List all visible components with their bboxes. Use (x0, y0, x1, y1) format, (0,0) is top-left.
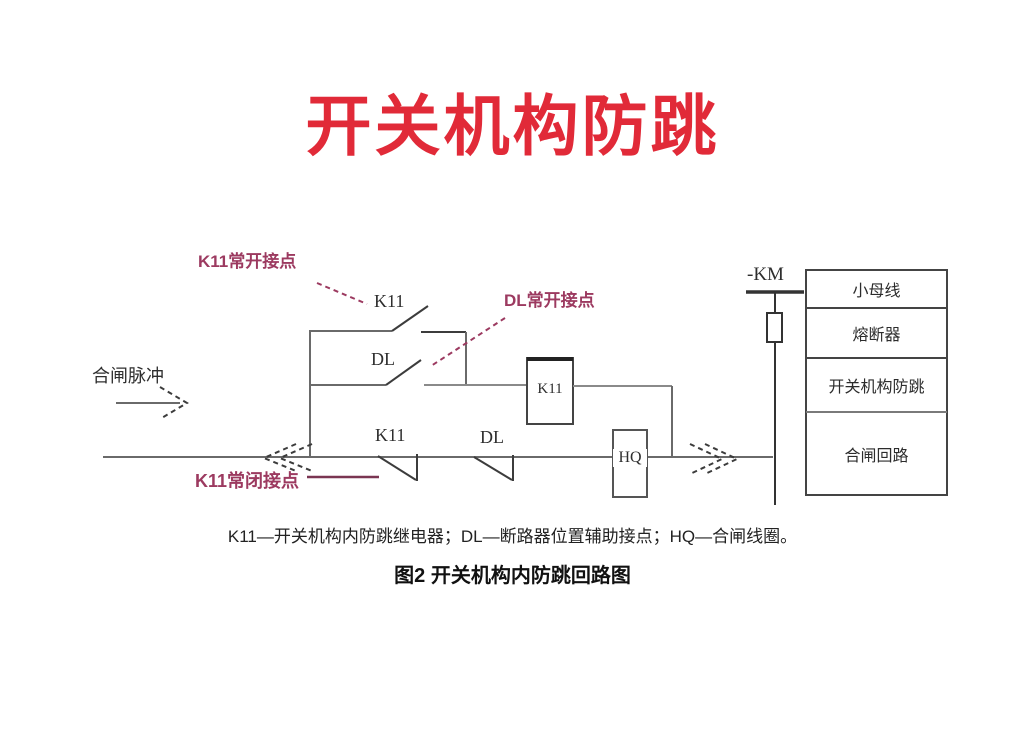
legend-row-fuse: 熔断器 (852, 327, 901, 344)
left-double-chevron-icon (261, 443, 313, 472)
k11-nc-contact-blade (377, 455, 417, 481)
k11-no-leader-line (316, 282, 368, 305)
legend-row-antipump: 开关机构防跳 (828, 379, 925, 396)
k11-top-contact-label: K11 (374, 291, 405, 311)
k11-no-contact-blade (391, 305, 429, 332)
pulse-arrow-head-icon (159, 386, 189, 420)
hq-coil-label: HQ (613, 449, 647, 467)
dl-no-leader-line (430, 317, 506, 367)
dl-no-contact-blade (385, 359, 422, 386)
annotation-k11-normally-closed: K11常闭接点 (195, 471, 300, 491)
km-bus-label: -KM (747, 264, 784, 285)
k11-coil-box (526, 357, 574, 425)
caption-figure-title: 图2 开关机构内防跳回路图 (394, 565, 631, 587)
dl-mid-contact-label: DL (371, 349, 395, 369)
legend-row-bus: 小母线 (852, 283, 901, 300)
fuse-symbol-icon (766, 312, 783, 343)
legend-row-closing-circuit: 合闸回路 (844, 447, 909, 465)
annotation-dl-normally-open: DL常开接点 (504, 291, 595, 310)
closing-pulse-label: 合闸脉冲 (92, 366, 164, 386)
caption-legend: K11—开关机构内防跳继电器；DL—断路器位置辅助接点；HQ—合闸线圈。 (227, 527, 798, 546)
legend-table-frame (805, 269, 948, 496)
annotation-k11-normally-open: K11常开接点 (198, 252, 297, 271)
slide-title: 开关机构防跳 (305, 89, 720, 163)
right-double-chevron-icon (689, 443, 740, 475)
dl-contact-blade (473, 456, 513, 481)
k11-bottom-contact-label: K11 (375, 425, 406, 445)
k11-coil-label: K11 (537, 381, 563, 397)
dl-bottom-contact-label: DL (480, 427, 504, 447)
